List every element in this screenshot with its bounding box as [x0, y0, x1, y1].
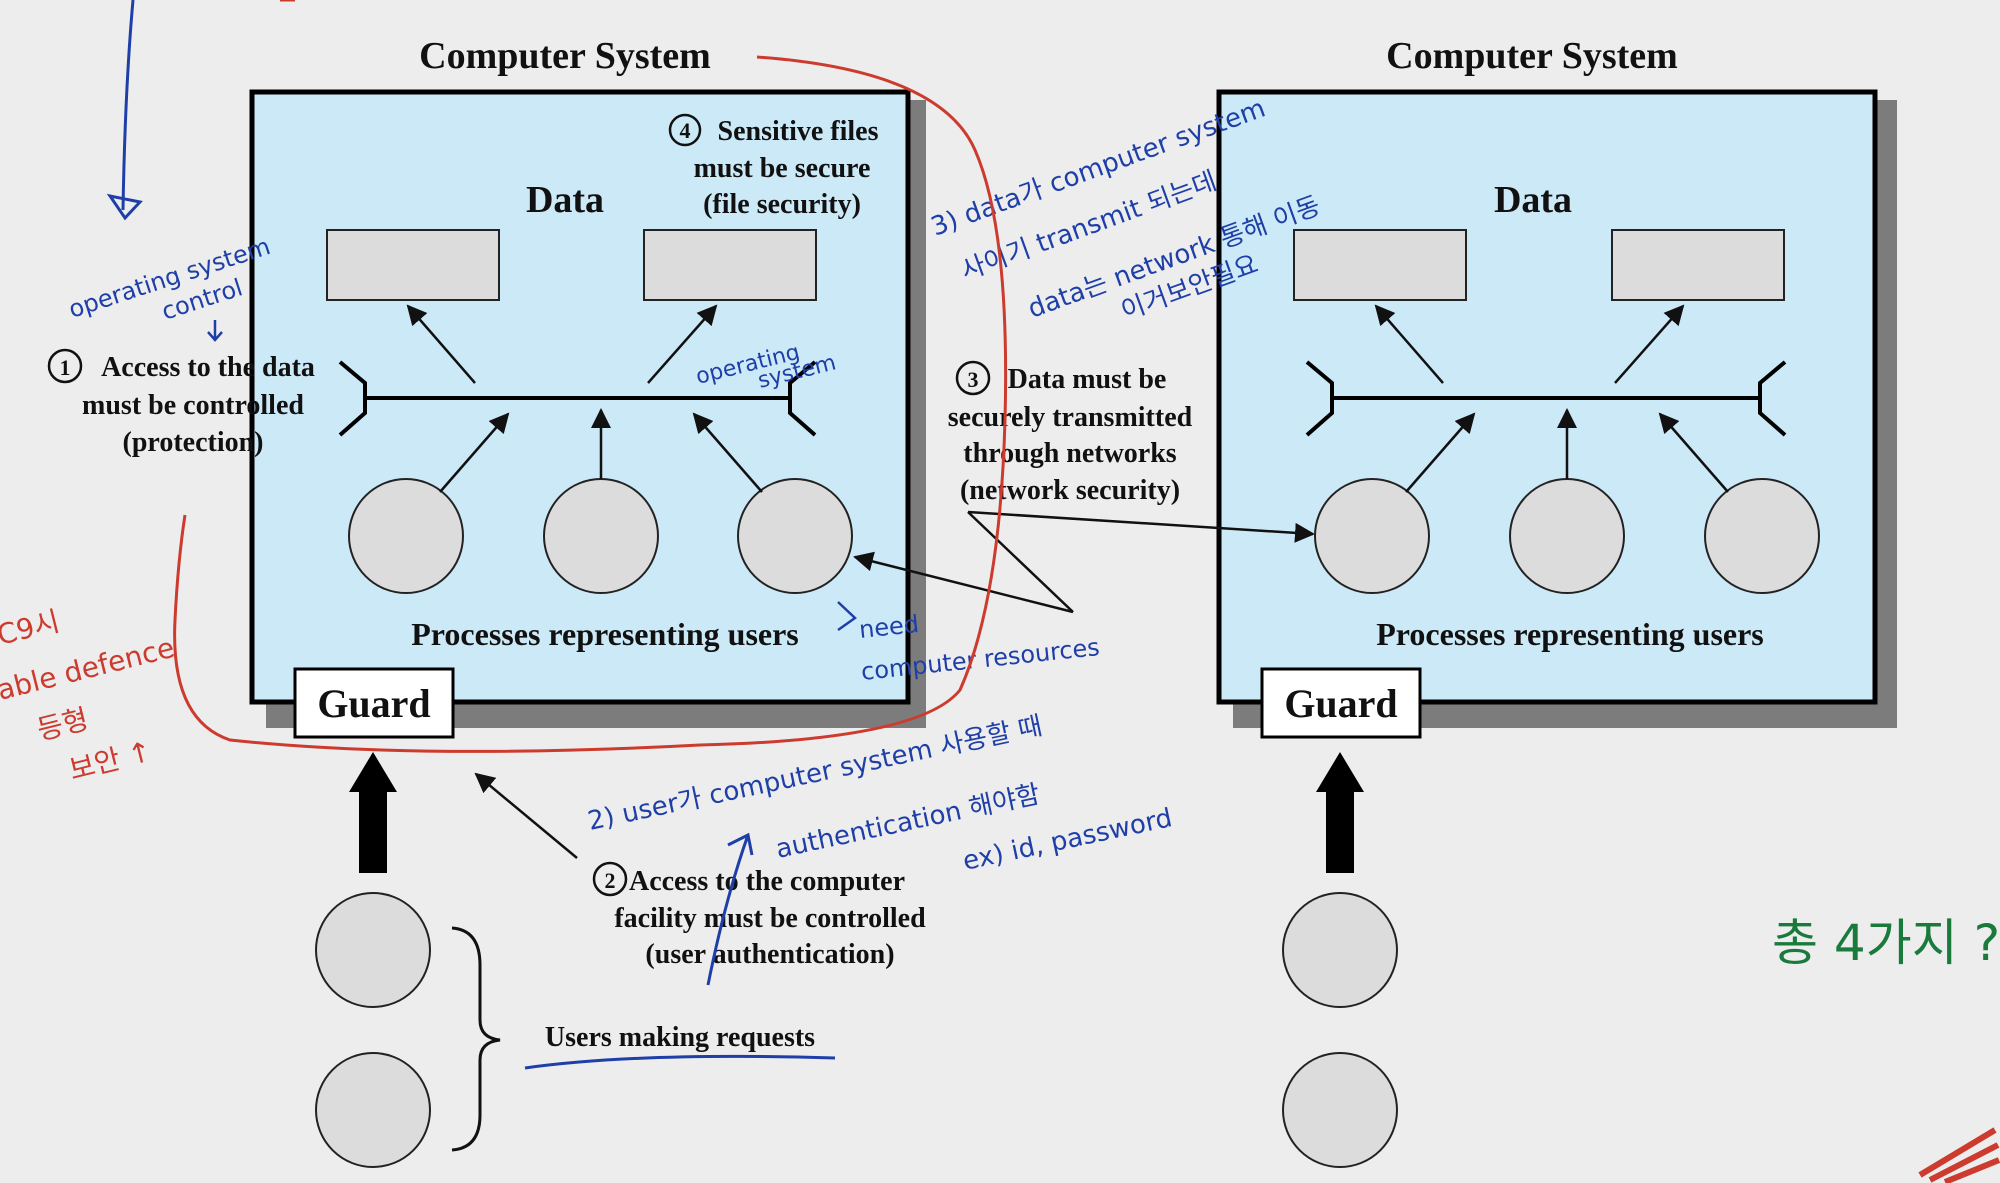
right-guard-box — [1260, 667, 1422, 739]
right-process-arrow-1 — [1405, 412, 1476, 493]
red-boundary-loop — [173, 55, 1008, 753]
network-arrow-to-left-process — [853, 551, 1074, 614]
callout-2-line-1: Access to the computer — [629, 866, 905, 897]
left-data-label: Data — [526, 179, 604, 221]
left-os-bracket-left — [338, 360, 367, 437]
left-process-circle-3 — [737, 478, 853, 594]
left-process-arrow-1 — [439, 412, 510, 493]
right-system-title: Computer System — [1386, 35, 1678, 77]
left-guard-arrow — [349, 752, 397, 873]
left-os-bracket-right — [788, 360, 817, 437]
left-arrow-to-file-1 — [406, 304, 476, 384]
callout-2-line-3: (user authentication) — [645, 939, 894, 970]
red-note-line-3: 등형 — [34, 702, 92, 746]
callout-3-number-circle — [955, 360, 991, 396]
right-guard-label: Guard — [1284, 681, 1397, 726]
left-system-title: Computer System — [419, 35, 711, 77]
right-user-circle-1 — [1282, 892, 1398, 1008]
callout-3-line-1: Data must be — [1008, 364, 1167, 395]
users-label: Users making requests — [545, 1022, 815, 1053]
blue-small-arrow — [207, 320, 223, 342]
left-guard-label: Guard — [317, 681, 430, 726]
callout-2-arrow — [474, 772, 578, 859]
right-data-label: Data — [1494, 179, 1572, 221]
callout-1-number: 1 — [60, 355, 71, 380]
right-process-circle-3 — [1704, 478, 1820, 594]
blue-note-need-1: need — [858, 610, 921, 644]
callout-1-line-1: Access to the data — [101, 352, 315, 383]
blue-need-mark — [837, 601, 857, 632]
red-note-line-1: C9시 — [0, 604, 63, 651]
callout-1-number-circle — [47, 348, 83, 384]
callout-3-number: 3 — [968, 367, 979, 392]
network-line-down — [967, 511, 1074, 613]
green-note: 총 4가지 ? — [1772, 914, 2000, 972]
left-arrow-to-file-2 — [647, 304, 718, 384]
left-processes-label: Processes representing users — [411, 616, 799, 652]
callout-2-number-circle — [592, 861, 628, 897]
left-process-circle-1 — [348, 478, 464, 594]
callout-network-security: 3 Data must be securely transmitted thro… — [853, 360, 1315, 614]
callout-protection: 1 Access to the data must be controlled … — [47, 348, 315, 458]
right-user-circle-2 — [1282, 1052, 1398, 1168]
blue-arrow-note-2 — [706, 832, 754, 986]
left-data-file-2 — [643, 229, 817, 301]
callout-2-number: 2 — [605, 868, 616, 893]
users-group: Users making requests — [451, 926, 815, 1152]
callout-4-line-1: Sensitive files — [718, 116, 879, 147]
right-computer-system: Computer System Data Processes represent… — [1216, 35, 1897, 1168]
red-note-line-4: 보안 ↑ — [66, 734, 155, 786]
callout-3-line-4: (network security) — [960, 475, 1180, 506]
right-processes-label: Processes representing users — [1376, 616, 1764, 652]
left-data-file-1 — [326, 229, 500, 301]
callout-1-line-2: must be controlled — [82, 390, 304, 421]
right-arrow-to-file-2 — [1614, 304, 1685, 384]
network-arrow-to-right-process — [967, 510, 1315, 543]
callout-4-line-3: (file security) — [703, 189, 861, 220]
callout-2-line-2: facility must be controlled — [614, 903, 926, 934]
callout-3-line-3: through networks — [963, 438, 1177, 469]
right-os-bracket-left — [1305, 360, 1334, 437]
handwritten-green-annotations: 총 4가지 ? — [1772, 914, 2000, 972]
left-system-box — [249, 89, 911, 705]
callout-user-authentication: 2 Access to the computer facility must b… — [474, 772, 926, 970]
callout-1-line-3: (protection) — [123, 427, 264, 458]
right-process-arrow-3 — [1658, 412, 1729, 493]
red-corner-scribble — [1918, 1127, 2000, 1183]
callout-4-number-circle — [668, 113, 702, 147]
right-os-bracket-right — [1758, 360, 1787, 437]
right-data-file-2 — [1611, 229, 1785, 301]
left-computer-system: Computer System Data Processes represent… — [249, 35, 926, 1168]
users-brace — [451, 926, 501, 1152]
right-data-file-1 — [1293, 229, 1467, 301]
right-guard-arrow — [1316, 752, 1364, 873]
right-process-circle-1 — [1314, 478, 1430, 594]
blue-underline-users — [524, 1054, 836, 1070]
callout-file-security: 4 Sensitive files must be secure (file s… — [668, 113, 879, 220]
blue-pen-line — [121, 0, 135, 211]
left-user-circle-2 — [315, 1052, 431, 1168]
callout-4-line-2: must be secure — [694, 153, 871, 184]
left-user-circle-1 — [315, 892, 431, 1008]
right-process-circle-2 — [1509, 478, 1625, 594]
left-process-circle-2 — [543, 478, 659, 594]
right-arrow-to-file-1 — [1374, 304, 1444, 384]
left-guard-box — [293, 667, 455, 739]
blue-pen-arrowhead — [106, 193, 143, 221]
callout-3-line-2: securely transmitted — [948, 402, 1193, 433]
callout-4-number: 4 — [680, 118, 691, 143]
left-process-arrow-3 — [692, 412, 763, 493]
